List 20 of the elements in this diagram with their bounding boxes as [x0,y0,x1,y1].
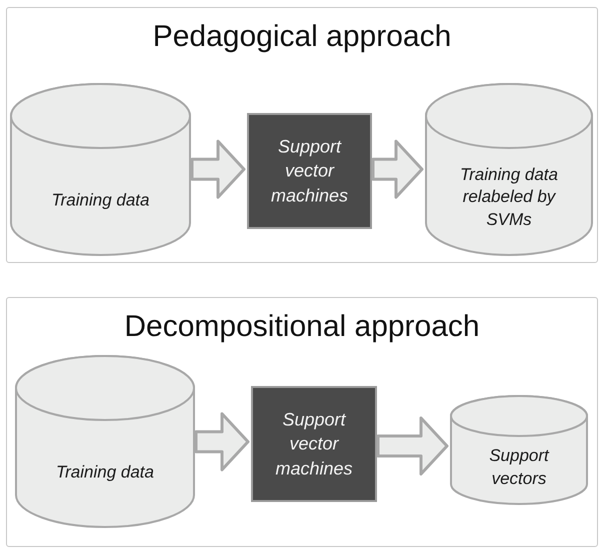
node-label: Support vectors [488,444,550,490]
process-box [251,386,377,502]
node-label: Training data [50,188,150,211]
approach-panel [6,297,598,547]
block-arrow [190,140,246,199]
approach-panel [6,7,598,263]
block-arrow [376,416,448,476]
database-cylinder [10,84,191,255]
node-label: Support vector machines [270,136,350,208]
node-label: Support vector machines [274,408,354,480]
database-cylinder [15,356,195,527]
database-cylinder [450,396,588,504]
process-box [247,113,372,229]
block-arrow [194,412,250,472]
panel-title: Decompositional approach [123,310,481,344]
panel-title: Pedagogical approach [152,20,452,54]
node-label: Training data relabeled by SVMs [459,164,559,232]
database-cylinder [425,84,593,255]
block-arrow [372,140,424,199]
node-label: Training data [55,460,155,483]
